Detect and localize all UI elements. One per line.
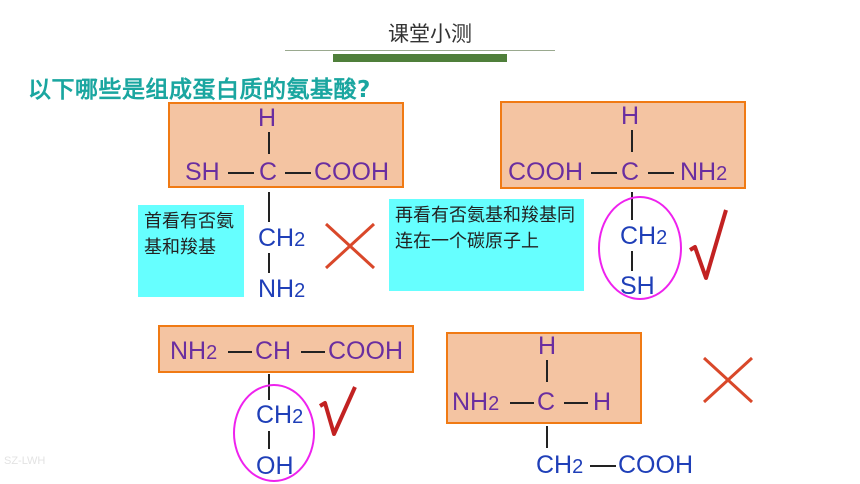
molecule2-bond-top xyxy=(631,130,633,152)
hint-note-1: 首看有否氨基和羧基 xyxy=(138,205,244,297)
molecule1-bond-left xyxy=(228,172,254,174)
molecule1-center-atom: C xyxy=(259,158,278,186)
molecule3-center-atom: CH xyxy=(255,337,292,365)
molecule1-right-group: COOH xyxy=(314,158,389,186)
molecule1-bond-right xyxy=(285,172,311,174)
title-underline xyxy=(285,50,555,51)
molecule3-box xyxy=(158,325,414,373)
molecule2-bond-right xyxy=(648,172,674,174)
molecule4-right-group: H xyxy=(593,388,612,416)
check-mark-2 xyxy=(688,209,728,280)
molecule3-bond-right xyxy=(301,351,325,353)
molecule2-left-group: COOH xyxy=(508,158,583,186)
molecule4-box xyxy=(446,332,642,424)
molecule4-bond-right xyxy=(564,402,588,404)
molecule4-center-atom: C xyxy=(537,388,556,416)
molecule4-left-group: NH2 xyxy=(452,388,500,416)
molecule3-highlight-circle xyxy=(233,384,315,482)
molecule1-top-atom: H xyxy=(258,104,277,132)
cross-mark-1 xyxy=(324,222,376,270)
molecule3-right-group: COOH xyxy=(328,337,403,365)
hint-note-2-text: 再看有否氨基和羧基同连在一个碳原子上 xyxy=(395,205,575,252)
cross-mark-4 xyxy=(702,356,754,404)
molecule4-bottom-left: CH2 xyxy=(536,451,584,479)
check-mark-3 xyxy=(318,386,357,436)
molecule2-highlight-circle xyxy=(598,196,682,300)
molecule4-bottom-right: COOH xyxy=(618,451,693,479)
hint-note-2: 再看有否氨基和羧基同连在一个碳原子上 xyxy=(389,199,584,291)
molecule1-chain-1: CH2 xyxy=(258,224,306,252)
hint-note-1-text: 首看有否氨基和羧基 xyxy=(144,211,234,258)
molecule3-left-group: NH2 xyxy=(170,337,218,365)
molecule3-bond-left xyxy=(228,351,252,353)
molecule2-box xyxy=(500,101,746,189)
molecule4-bond-down xyxy=(546,426,548,448)
molecule1-bond-chain xyxy=(268,253,270,273)
molecule1-bond-down xyxy=(268,192,270,222)
molecule1-left-group: SH xyxy=(185,158,220,186)
molecule4-bond-left xyxy=(510,402,534,404)
molecule4-bond-bottom xyxy=(590,465,616,467)
molecule2-bond-left xyxy=(591,172,617,174)
title-accent-bar xyxy=(333,54,507,62)
molecule4-bond-top xyxy=(546,360,548,382)
slide-title: 课堂小测 xyxy=(388,22,472,46)
molecule2-top-atom: H xyxy=(621,102,640,130)
molecule2-right-group: NH2 xyxy=(680,158,728,186)
molecule1-chain-2: NH2 xyxy=(258,275,306,303)
question-text: 以下哪些是组成蛋白质的氨基酸? xyxy=(28,77,371,103)
molecule4-top-atom: H xyxy=(538,332,557,360)
molecule2-center-atom: C xyxy=(621,158,640,186)
molecule1-bond-top xyxy=(268,132,270,154)
watermark: SZ-LWH xyxy=(4,455,46,467)
